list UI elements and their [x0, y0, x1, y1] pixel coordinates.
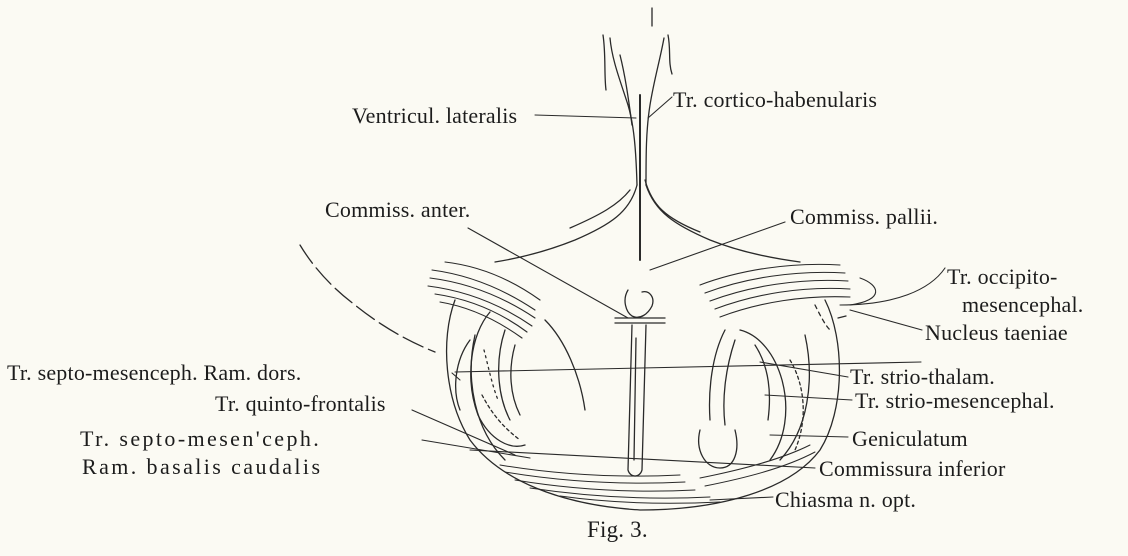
label-tr-septo-mesenceph-basal: Tr. septo-mesen'ceph. [80, 427, 321, 451]
right-upper-fibers [700, 264, 850, 317]
label-commissura-inferior: Commissura inferior [819, 457, 1006, 481]
central-commissure [615, 290, 665, 476]
right-lobe [699, 330, 804, 468]
label-tr-quinto-frontalis: Tr. quinto-frontalis [215, 392, 386, 416]
label-tr-strio-thalam: Tr. strio-thalam. [850, 365, 995, 389]
figure-caption: Fig. 3. [587, 518, 648, 542]
left-lobe [456, 312, 585, 446]
label-tr-occipito: Tr. occipito- [947, 265, 1058, 289]
label-ventricul-lateralis: Ventricul. lateralis [352, 104, 517, 128]
label-geniculatum: Geniculatum [852, 427, 968, 451]
label-ram-basalis-caudalis: Ram. basalis caudalis [82, 455, 322, 479]
label-commiss-anter: Commiss. anter. [325, 198, 470, 222]
label-nucleus-taeniae: Nucleus taeniae [925, 321, 1068, 345]
left-outer-contour [300, 245, 435, 352]
label-commiss-pallii: Commiss. pallii. [790, 205, 938, 229]
section-outline [447, 300, 840, 510]
label-mesencephal: mesencephal. [962, 293, 1084, 317]
label-tr-strio-mesencephal: Tr. strio-mesencephal. [855, 389, 1055, 413]
label-tr-septo-mesenceph-ram-dors: Tr. septo-mesenceph. Ram. dors. [7, 361, 301, 385]
label-chiasma-n-opt: Chiasma n. opt. [775, 488, 916, 512]
midline-stalk [495, 35, 800, 262]
label-tr-cortico-habenularis: Tr. cortico-habenularis [673, 88, 877, 112]
left-upper-fibers [428, 262, 540, 338]
